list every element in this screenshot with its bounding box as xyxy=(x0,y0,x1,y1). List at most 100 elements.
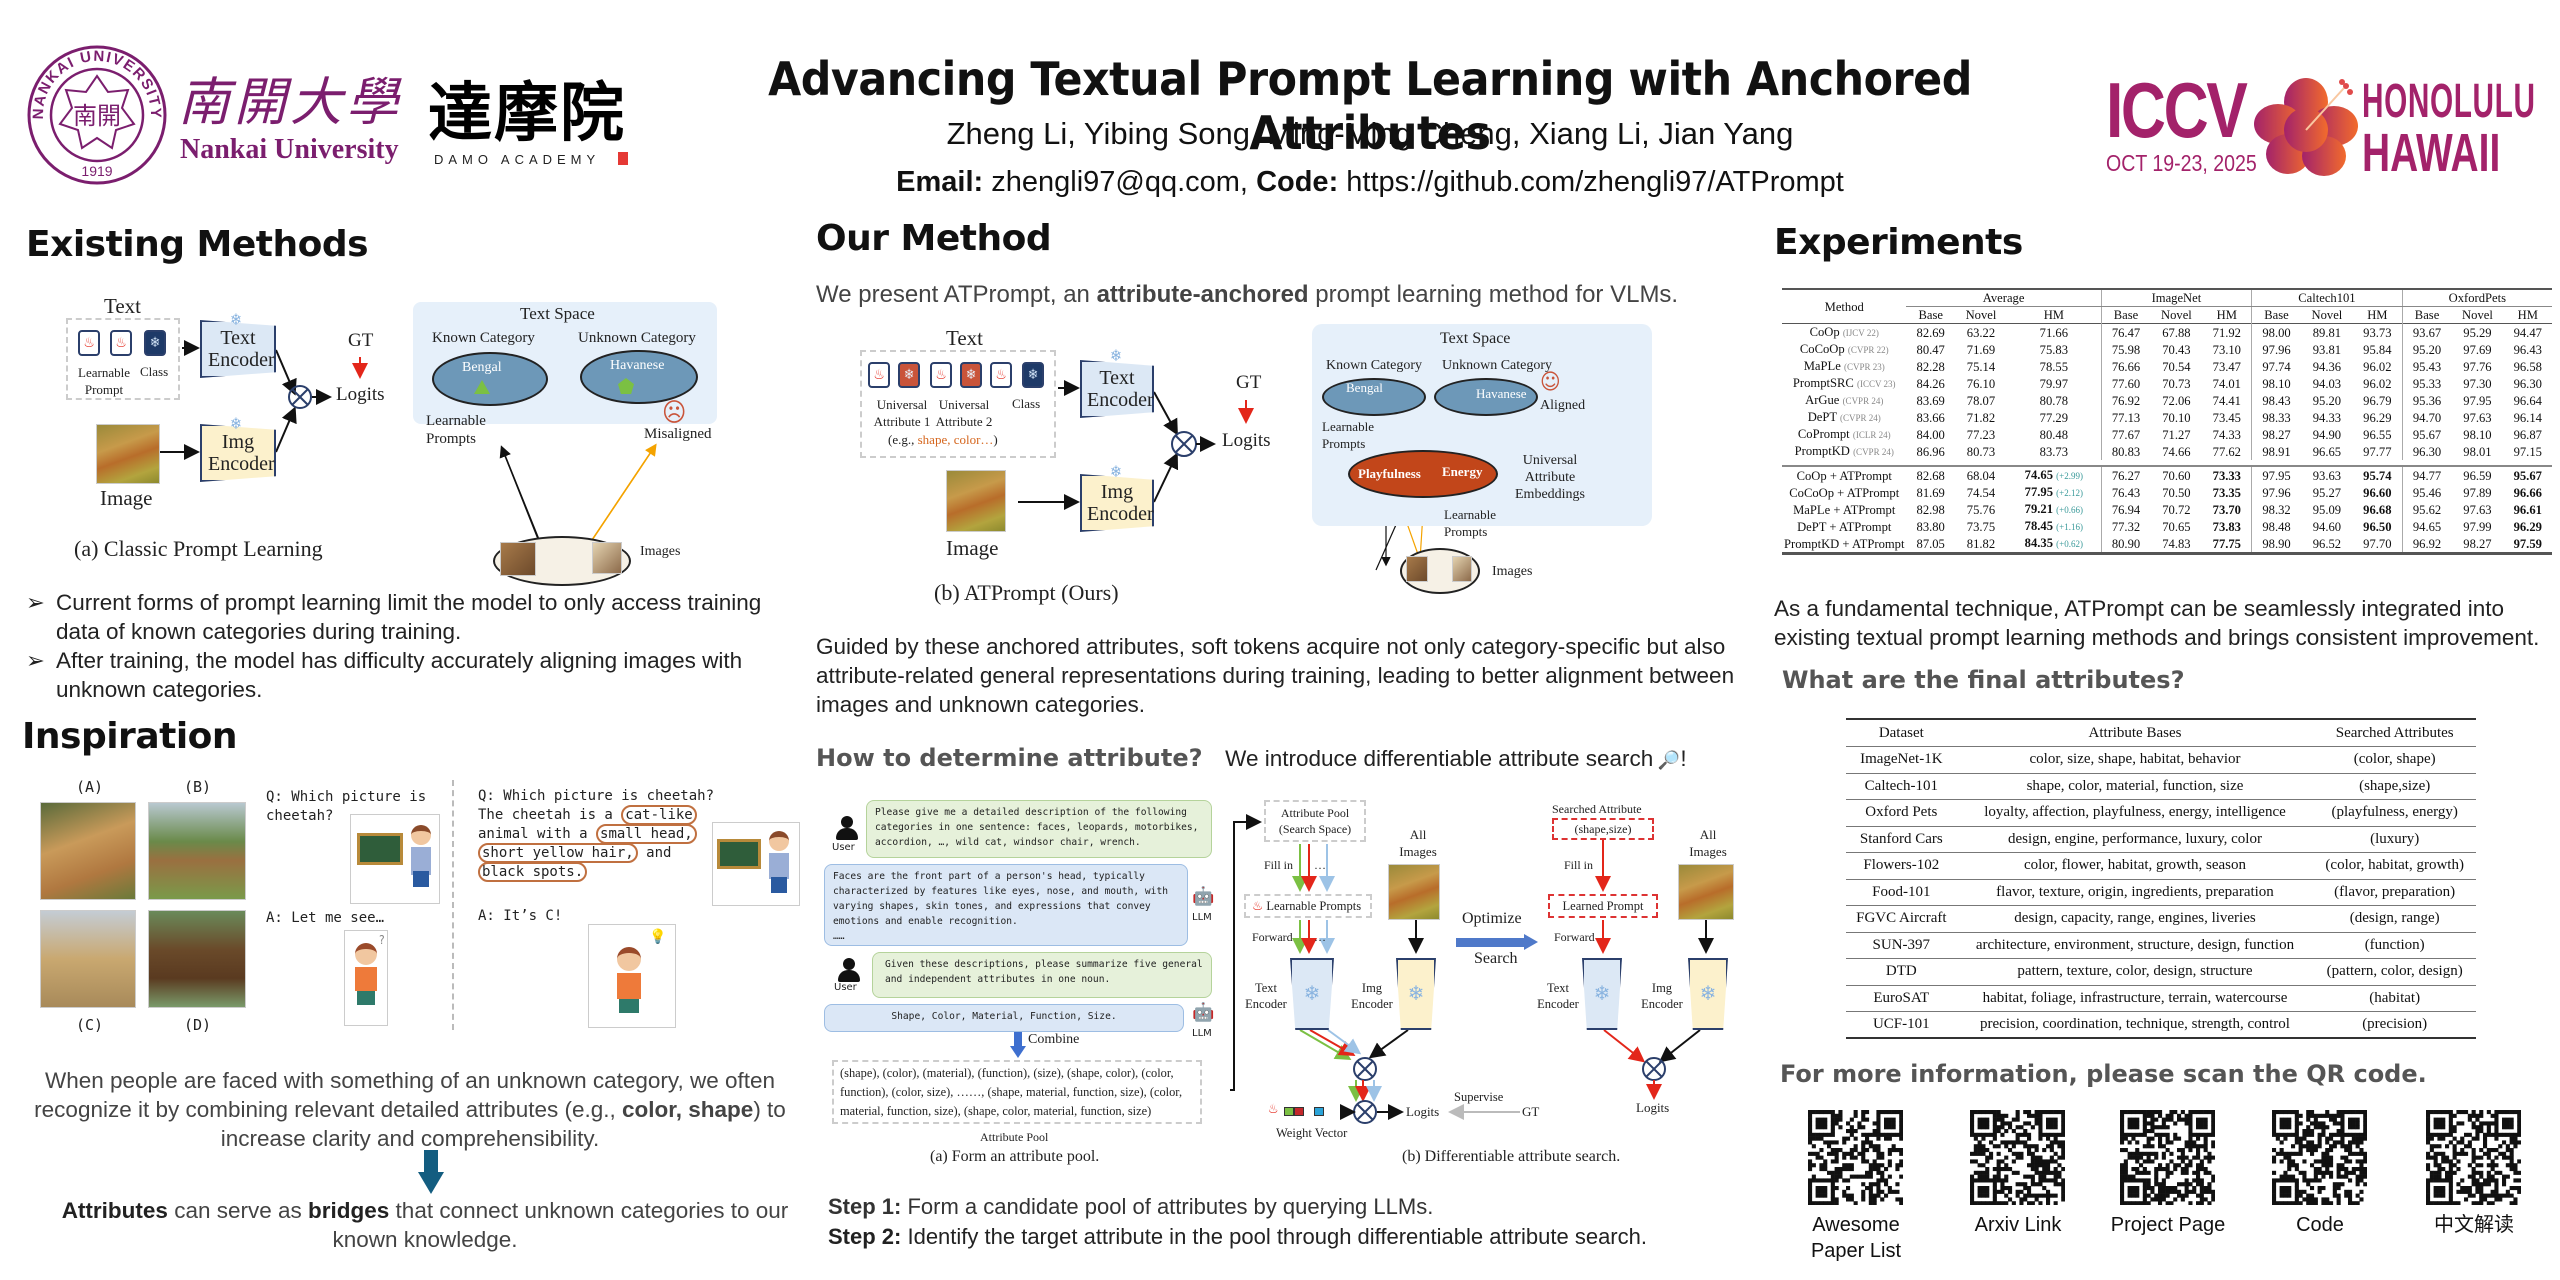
text-encoder-label: Text Encoder xyxy=(208,327,275,371)
cell-value: 96.58 xyxy=(2513,359,2542,374)
attr-cell: SUN-397 xyxy=(1846,932,1957,959)
how-text: We introduce differentiable attribute se… xyxy=(1225,746,1654,771)
havanese-label: Havanese xyxy=(1476,386,1527,401)
user-label: User xyxy=(834,982,857,993)
answer-left: A: Let me see… xyxy=(266,910,385,926)
searched-attribute-label: Searched Attribute xyxy=(1552,802,1642,816)
nankai-seal-logo: NANKAI UNIVERSITY 南開 1919 xyxy=(26,44,168,186)
attr-cell: shape, color, material, function, size xyxy=(1956,773,2314,800)
cell-value: 95.29 xyxy=(2463,325,2492,340)
damo-chinese-name: 達摩院 xyxy=(428,76,626,151)
cell-value: 74.01 xyxy=(2212,376,2241,391)
code-url[interactable]: https://github.com/zhengli97/ATPrompt xyxy=(1346,166,1844,198)
subcol-header: Novel xyxy=(2161,308,2192,322)
authors: Zheng Li, Yibing Song, Ming-Ming Cheng, … xyxy=(946,116,1794,151)
attr-cell: (color, shape) xyxy=(2313,746,2476,774)
combine-label: Combine xyxy=(1028,1032,1080,1047)
answer-right: A: It’s C! xyxy=(478,908,563,924)
qr-code[interactable] xyxy=(1970,1110,2065,1205)
cell-value: 77.23 xyxy=(1966,427,1996,442)
lightbulb-icon: 💡 xyxy=(649,929,667,945)
attr-cell: Flowers-102 xyxy=(1846,852,1957,880)
cell-value: 78.55 xyxy=(2039,359,2069,374)
cell-value: 83.80 xyxy=(1916,519,1945,534)
images-label: Images xyxy=(1492,564,1533,579)
gain-badge: (+0.62) xyxy=(2056,539,2083,549)
magnifier-icon: 🔎 xyxy=(1657,750,1681,771)
chat-bubble-user: Given these descriptions, please summari… xyxy=(872,952,1212,998)
cell-value: 76.27 xyxy=(2100,466,2151,484)
fire-token-icon: ♨ xyxy=(110,330,132,356)
cell-value: 98.32 xyxy=(2251,501,2301,518)
method-name: CoOp xyxy=(1809,325,1840,339)
forward-label: Forward xyxy=(1252,930,1293,944)
figure-atprompt: Text ♨ ❄ ♨ ❄ ♨ ❄ Universal Attribute 1 U… xyxy=(810,316,1670,616)
cell-value: 82.69 xyxy=(1916,325,1945,340)
cell-value: 96.29 xyxy=(2513,519,2542,534)
highlight-attribute: black spots. xyxy=(478,862,588,882)
cell-value: 73.47 xyxy=(2212,359,2241,374)
bullet-item: ➢Current forms of prompt learning limit … xyxy=(26,590,762,644)
attr-cell: (habitat) xyxy=(2313,985,2476,1012)
cell-value: 96.55 xyxy=(2363,427,2392,442)
cell-value: 73.70 xyxy=(2212,502,2241,517)
section-heading-experiments: Experiments xyxy=(1774,222,2023,263)
gain-badge: (+0.66) xyxy=(2056,505,2083,515)
ellipsis: … xyxy=(1314,930,1326,944)
cell-value: 79.21 (+0.66) xyxy=(2024,502,2083,516)
fire-icon: ♨ xyxy=(1268,1102,1279,1117)
cell-value: 96.52 xyxy=(2312,536,2342,551)
subcol-header: HM xyxy=(2517,308,2538,322)
attribute-examples: (e.g., shape, color…) xyxy=(888,432,998,447)
subcol-header: HM xyxy=(2367,308,2388,322)
qr-label: Project Page xyxy=(2110,1214,2226,1236)
gain-badge: (+2.99) xyxy=(2056,471,2083,481)
learnable-prompts-label: Learnable Prompts xyxy=(426,413,486,447)
cell-value: 97.63 xyxy=(2463,502,2492,517)
logits-label: Logits xyxy=(1636,1100,1670,1115)
venue: (IJCV 22) xyxy=(1842,328,1879,338)
cell-value: 84.26 xyxy=(1916,376,1945,391)
attr-cell: (function) xyxy=(2313,932,2476,959)
text-encoder-label: Text Encoder xyxy=(1087,367,1154,411)
classic-arrows xyxy=(160,340,657,555)
cell-value: 76.94 xyxy=(2100,501,2151,518)
cell-value: 78.07 xyxy=(1966,393,1996,408)
attr-cell: habitat, foliage, infrastructure, terrai… xyxy=(1956,985,2314,1012)
cell-value: 94.47 xyxy=(2513,325,2542,340)
logits-label: Logits xyxy=(336,384,385,405)
email-address[interactable]: zhengli97@qq.com, xyxy=(991,166,1248,198)
attr-cell: UCF-101 xyxy=(1846,1011,1957,1039)
attribute-pool-box: (shape), (color), (material), (function)… xyxy=(832,1060,1202,1124)
divider-dashed xyxy=(452,780,454,1030)
cell-value: 95.20 xyxy=(2401,341,2452,358)
qr-code[interactable] xyxy=(2120,1110,2215,1205)
cell-value: 96.59 xyxy=(2463,468,2492,483)
cell-value: 82.98 xyxy=(1916,502,1945,517)
cell-value: 70.50 xyxy=(2162,485,2191,500)
subcol-header: HM xyxy=(2216,308,2237,322)
venue: (CVPR 24) xyxy=(1842,396,1884,406)
qr-label: Code xyxy=(2296,1214,2344,1236)
qr-code[interactable] xyxy=(2426,1110,2521,1205)
fire-token-icon: ♨ xyxy=(930,362,952,388)
cell-value: 94.70 xyxy=(2401,409,2452,426)
bengal-label: Bengal xyxy=(462,360,502,375)
qr-code[interactable] xyxy=(1808,1110,1903,1205)
attr-header: Dataset xyxy=(1846,720,1957,747)
nankai-chinese-name: 南開大學 xyxy=(178,73,403,133)
unknown-category-label: Unknown Category xyxy=(578,330,696,346)
teacher-illustration xyxy=(350,814,440,904)
qr-code[interactable] xyxy=(2272,1110,2367,1205)
seal-center-text: 南開 xyxy=(73,102,121,130)
cell-value: 97.74 xyxy=(2251,358,2301,375)
